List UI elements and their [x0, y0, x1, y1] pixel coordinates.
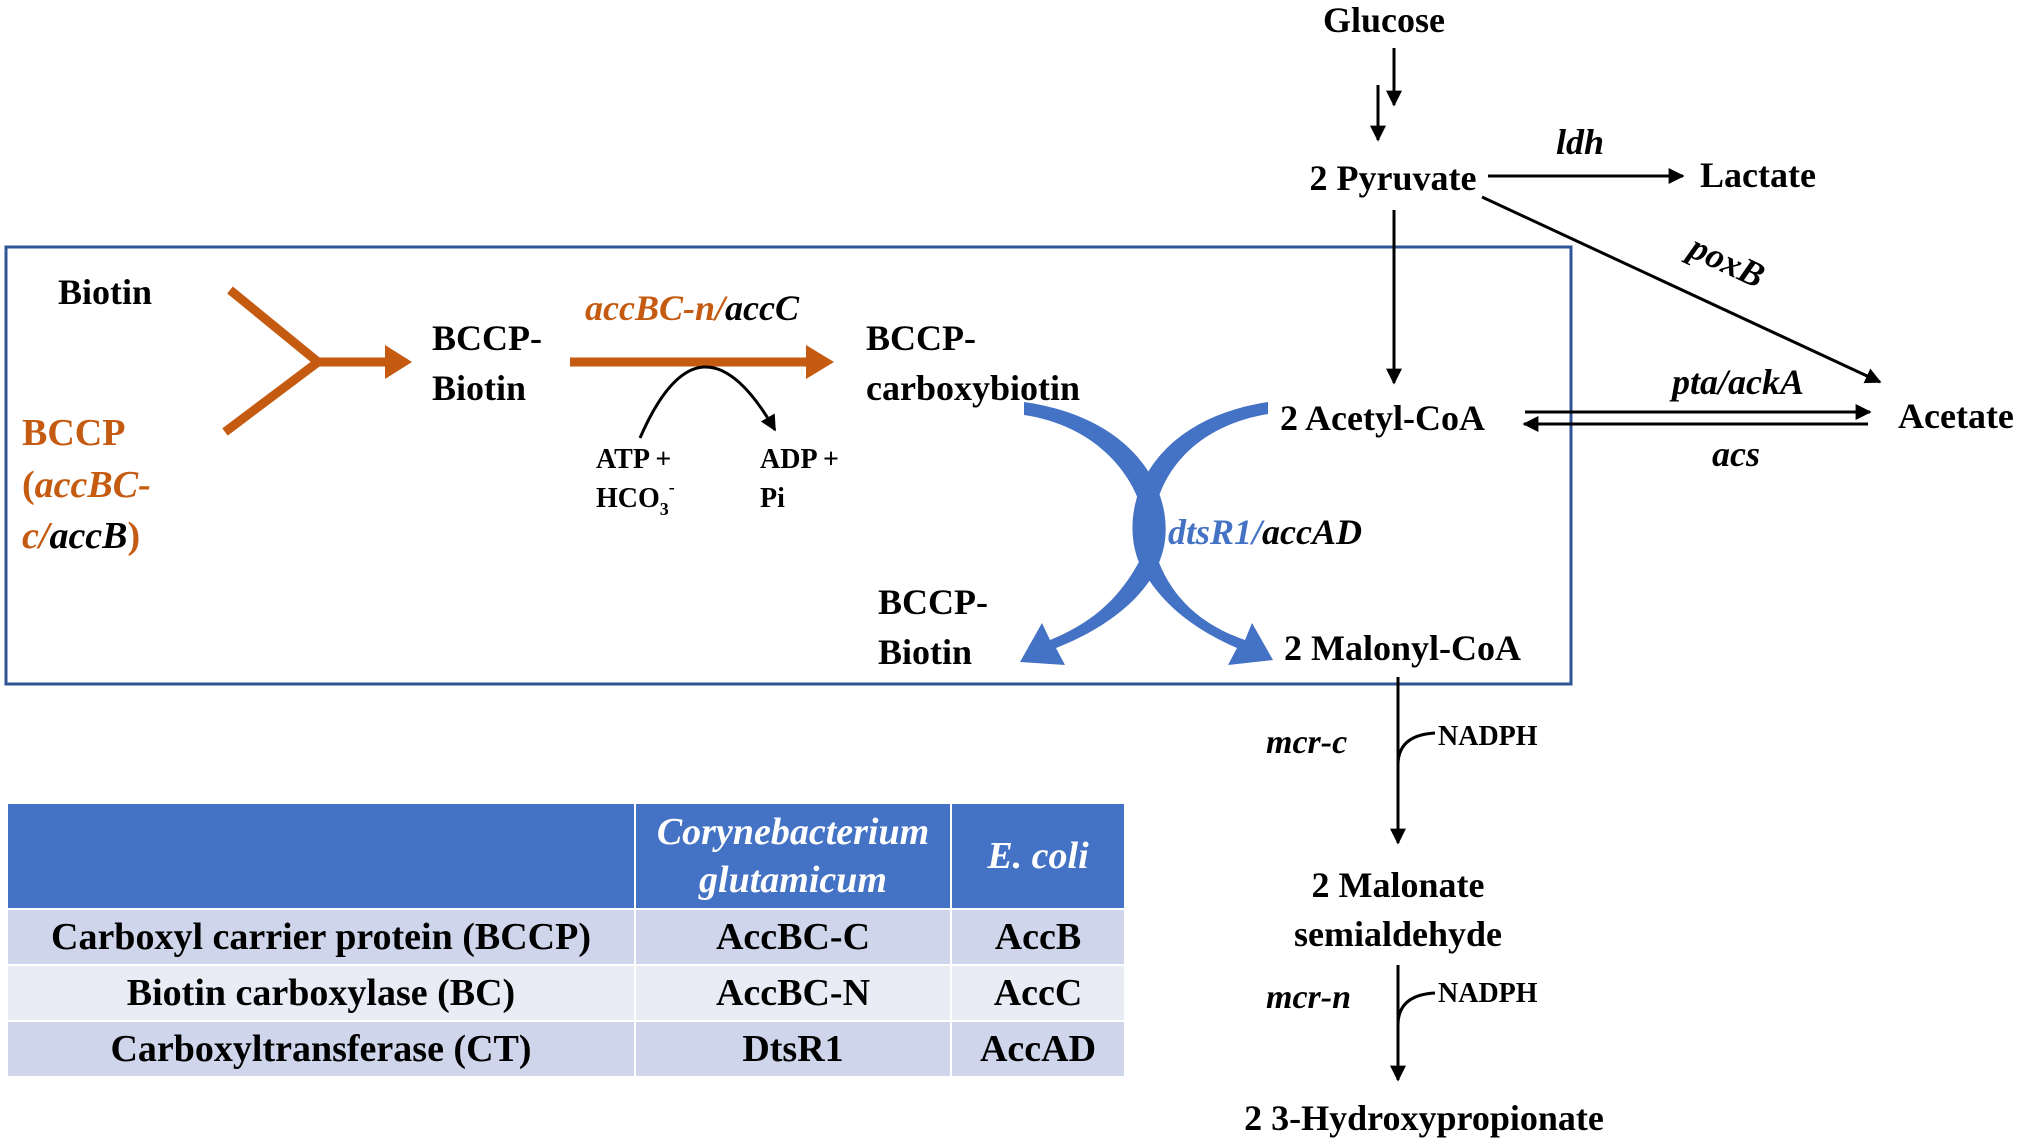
bccp-gene-label-line2: c/accB) — [22, 515, 140, 557]
hydroxypropionate-label: 2 3-Hydroxypropionate — [1244, 1098, 1604, 1138]
adp-label: ADP + — [760, 444, 839, 475]
poxb-label: poxB — [1681, 225, 1771, 295]
ldh-label: ldh — [1556, 122, 1604, 162]
lactate-label: Lactate — [1700, 155, 1816, 195]
bccp-carboxybiotin-line1: BCCP- — [866, 318, 976, 358]
pyruvate-to-acetate-arrow — [1481, 195, 1882, 384]
nadph-1-hook — [1396, 731, 1436, 766]
table-row: Carboxyltransferase (CT) DtsR1 AccAD — [6, 1020, 1126, 1078]
bccp-gene-label-line1: (accBC- — [22, 464, 151, 506]
table-cell-cg: AccBC-C — [634, 908, 952, 966]
mcr-c-label: mcr-c — [1266, 724, 1347, 761]
hco3-label: HCO3- — [596, 477, 675, 519]
glucose-label: Glucose — [1323, 0, 1445, 40]
table-cell-component: Carboxyltransferase (CT) — [6, 1020, 636, 1078]
atp-label: ATP + — [596, 444, 671, 475]
table-header-blank — [6, 802, 636, 910]
table-row: Carboxyl carrier protein (BCCP) AccBC-C … — [6, 908, 1126, 966]
table-cell-cg: DtsR1 — [634, 1020, 952, 1078]
table-header-ec: E. coli — [950, 802, 1126, 910]
malonyl-coa-label: 2 Malonyl-CoA — [1284, 628, 1521, 668]
atp-to-adp-curved-arrow — [638, 365, 777, 439]
acs-label: acs — [1712, 434, 1760, 474]
biotin-bccp-merge-arrowhead — [385, 345, 412, 379]
reaction-box — [4, 245, 1573, 686]
table-cell-ec: AccC — [950, 964, 1126, 1022]
table-cell-cg: AccBC-N — [634, 964, 952, 1022]
ct-enzyme-label: dtsR1/accAD — [1168, 512, 1362, 552]
mcr-n-label: mcr-n — [1266, 979, 1351, 1016]
pyruvate-label: 2 Pyruvate — [1310, 158, 1477, 198]
acetate-label: Acetate — [1898, 396, 2014, 436]
bccp-carboxybiotin-line2: carboxybiotin — [866, 368, 1080, 408]
pta-acka-label: pta/ackA — [1669, 362, 1804, 402]
pi-label: Pi — [760, 483, 785, 514]
nadph-1-label: NADPH — [1438, 721, 1538, 752]
biotin-label: Biotin — [58, 272, 152, 312]
table-cell-ec: AccB — [950, 908, 1126, 966]
bccp-biotin-2-line1: BCCP- — [878, 582, 988, 622]
bc-enzyme-label: accBC-n/accC — [585, 288, 800, 328]
table-cell-ec: AccAD — [950, 1020, 1126, 1078]
bccp-label: BCCP — [22, 412, 125, 454]
carboxylation-arrowhead — [806, 345, 834, 379]
acetyl-coa-label: 2 Acetyl-CoA — [1280, 398, 1485, 438]
biotin-bccp-merge-arrow — [222, 286, 390, 436]
transferase-blue-arrows — [1020, 402, 1273, 665]
table-row: Biotin carboxylase (BC) AccBC-N AccC — [6, 964, 1126, 1022]
table-cell-component: Biotin carboxylase (BC) — [6, 964, 636, 1022]
nadph-2-hook — [1396, 991, 1436, 1026]
table-cell-component: Carboxyl carrier protein (BCCP) — [6, 908, 636, 966]
glucose-to-pyruvate-arrows — [1370, 48, 1402, 142]
malonate-line1: 2 Malonate — [1312, 865, 1485, 905]
bccp-biotin-2-line2: Biotin — [878, 632, 972, 672]
bccp-biotin-1-line1: BCCP- — [432, 318, 542, 358]
bccp-biotin-1-line2: Biotin — [432, 368, 526, 408]
nadph-2-label: NADPH — [1438, 978, 1538, 1009]
malonate-line2: semialdehyde — [1294, 914, 1502, 954]
